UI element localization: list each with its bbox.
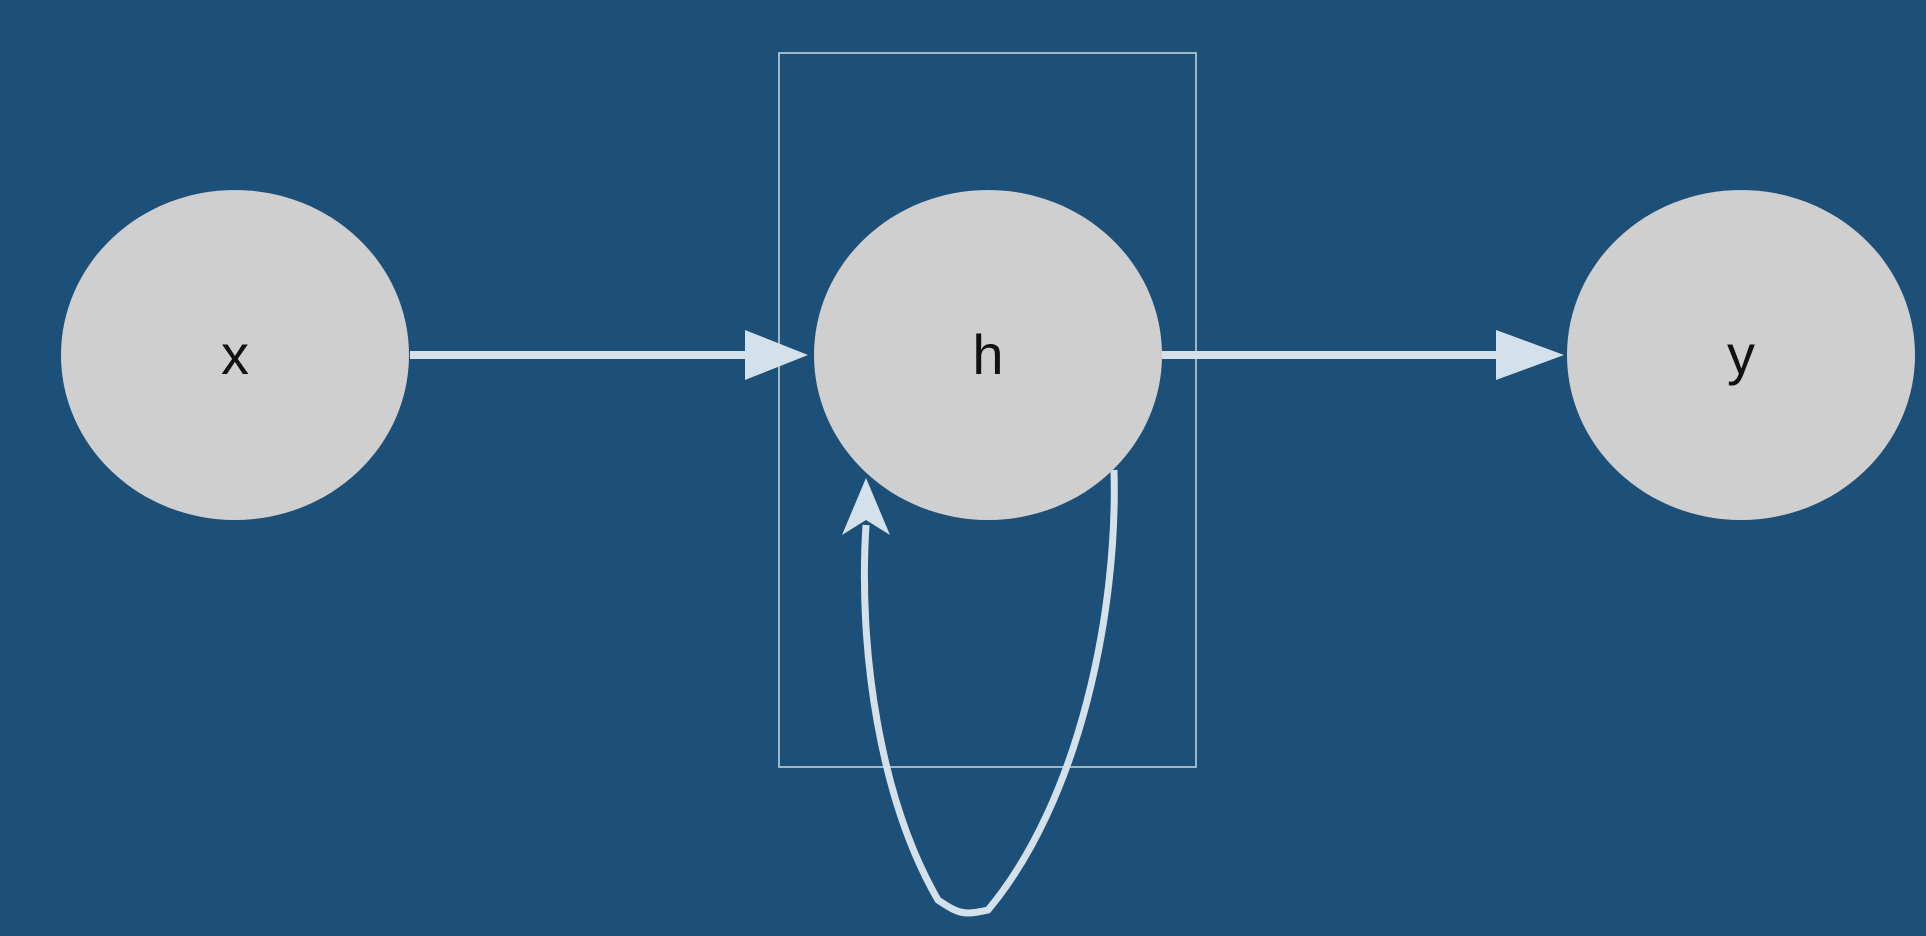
- hidden-state-frame: [778, 52, 1197, 768]
- edge-h-self-loop: [860, 469, 1118, 917]
- arrowhead-self-loop: [842, 478, 890, 535]
- node-y-label: y: [1727, 323, 1755, 386]
- node-x: x: [61, 190, 409, 520]
- node-h-label: h: [972, 323, 1003, 386]
- node-x-label: x: [221, 323, 249, 386]
- node-x-circle: [61, 190, 409, 520]
- node-h-circle: [814, 190, 1162, 520]
- node-y: y: [1567, 190, 1915, 520]
- node-h: h: [814, 190, 1162, 520]
- node-y-circle: [1567, 190, 1915, 520]
- arrowhead-x-to-h: [745, 330, 808, 380]
- arrowhead-h-to-y: [1496, 330, 1564, 380]
